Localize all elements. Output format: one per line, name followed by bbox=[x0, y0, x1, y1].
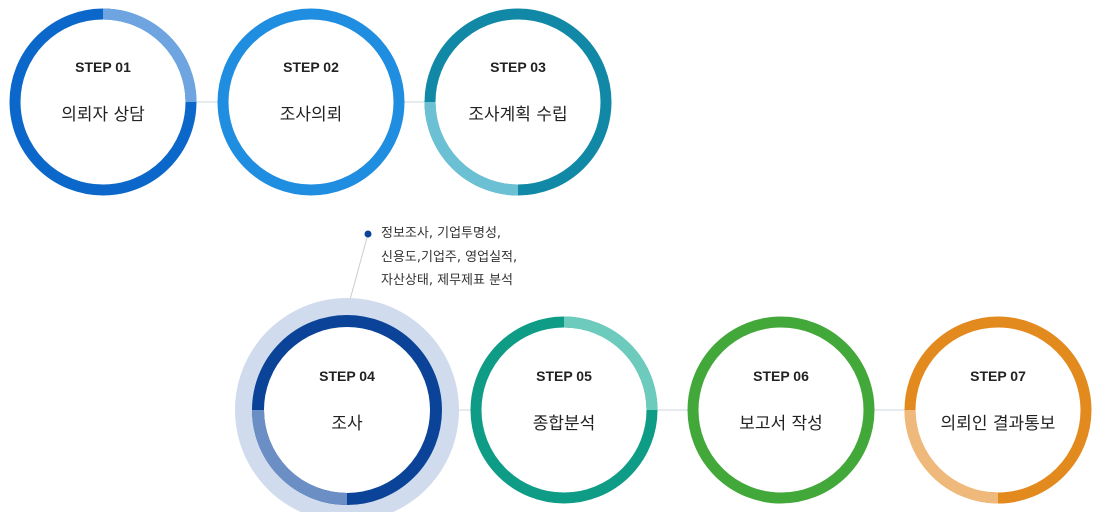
step-label: STEP 01 bbox=[75, 59, 131, 75]
step-title: 조사의뢰 bbox=[280, 105, 343, 125]
step-06-node: STEP 06 보고서 작성 bbox=[687, 316, 875, 504]
step-label: STEP 04 bbox=[319, 368, 375, 384]
step-02-node: STEP 02 조사의뢰 bbox=[217, 8, 405, 196]
step-01-node: STEP 01 의뢰자 상담 bbox=[9, 8, 197, 196]
step-title: 종합분석 bbox=[533, 414, 596, 434]
step-title: 의뢰인 결과통보 bbox=[941, 414, 1056, 434]
note-line: 정보조사, 기업투명성, bbox=[381, 226, 502, 241]
step-label: STEP 05 bbox=[536, 368, 592, 384]
note-line: 신용도,기업주, 영업실적, bbox=[381, 249, 518, 265]
step-03-node: STEP 03 조사계획 수립 bbox=[424, 8, 612, 196]
step-label: STEP 07 bbox=[970, 368, 1026, 384]
step-title: 조사계획 수립 bbox=[468, 105, 567, 125]
step-label: STEP 03 bbox=[490, 59, 546, 75]
step-05-node: STEP 05 종합분석 bbox=[470, 316, 658, 504]
note-dot bbox=[364, 230, 372, 238]
step-title: 조사 bbox=[331, 414, 363, 434]
step-title: 보고서 작성 bbox=[739, 414, 823, 434]
step-07-node: STEP 07 의뢰인 결과통보 bbox=[904, 316, 1092, 504]
step-04-node: STEP 04 조사 bbox=[252, 315, 442, 505]
note-line: 자산상태, 제무제표 분석 bbox=[381, 273, 513, 288]
step-title: 의뢰자 상담 bbox=[61, 105, 145, 125]
step-label: STEP 02 bbox=[283, 59, 339, 75]
step-label: STEP 06 bbox=[753, 368, 809, 384]
step-04-note: 정보조사, 기업투명성, 신용도,기업주, 영업실적, 자산상태, 제무제표 분… bbox=[381, 222, 581, 293]
